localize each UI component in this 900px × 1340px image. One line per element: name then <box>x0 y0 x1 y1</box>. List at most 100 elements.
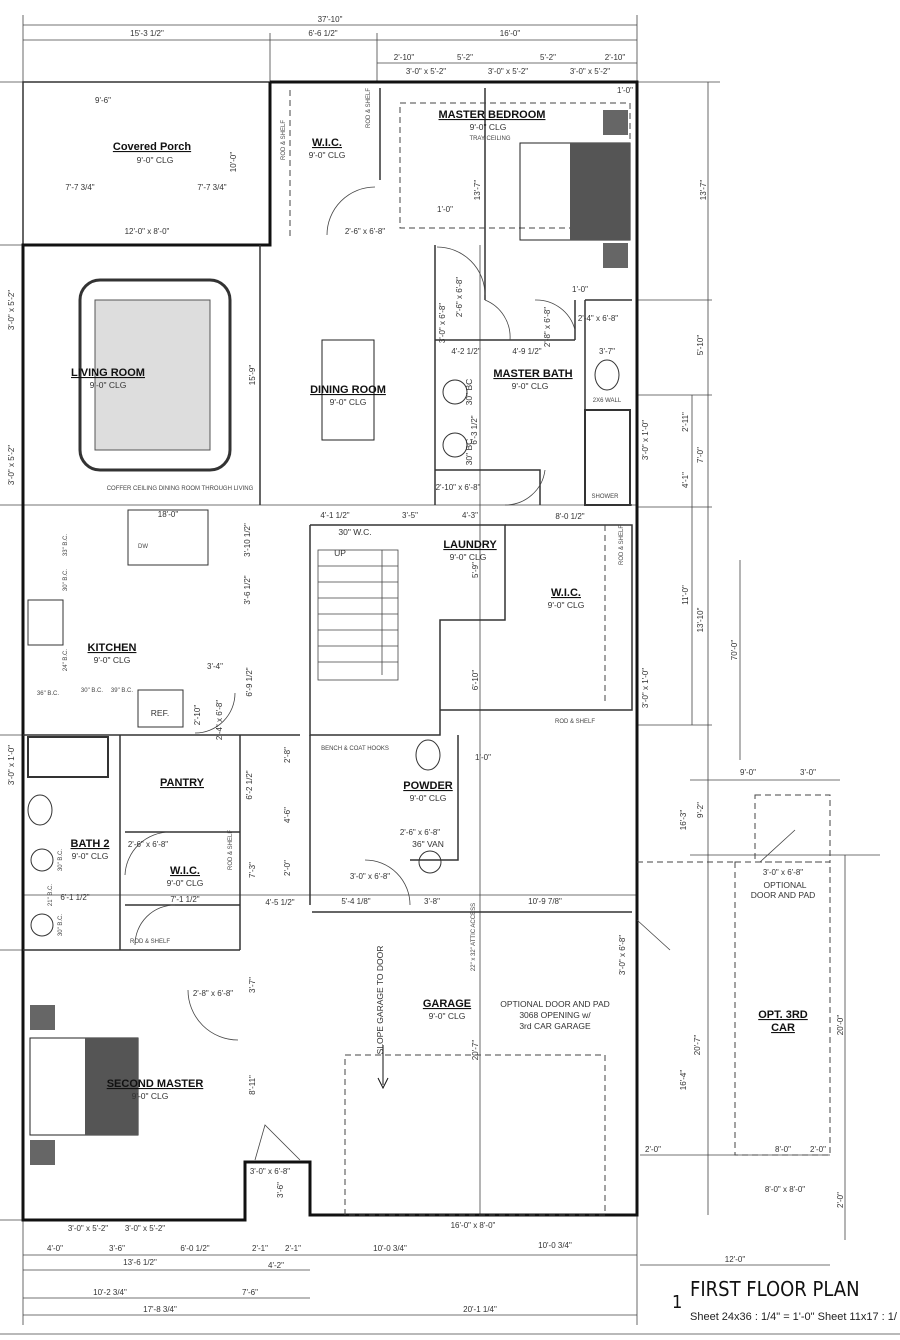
wall-2x6-label: 2X6 WALL <box>593 398 622 404</box>
dimension-label: 4'-2 1/2" <box>451 347 480 356</box>
dimension-label: 70'-0" <box>730 640 739 661</box>
room-ceiling: 9'-0" CLG <box>512 381 549 391</box>
dimension-label: 37'-10" <box>318 15 343 24</box>
rug-icon <box>94 299 211 451</box>
room-name-laundry: LAUNDRY <box>443 539 497 551</box>
rod-shelf-label: ROD & SHELF <box>366 88 372 128</box>
room-ceiling: 9'-0" CLG <box>330 397 367 407</box>
room-ceiling: 9'-0" CLG <box>450 552 487 562</box>
dimension-label: 3'-7" <box>248 977 257 993</box>
dw-label: DW <box>138 544 148 550</box>
dimension-label: 3'-0" x 5'-2" <box>7 290 16 330</box>
room-name-second-master: SECOND MASTER <box>107 1078 204 1090</box>
dashed-features <box>289 90 831 1216</box>
notes: SLOPE GARAGE TO DOOR OPTIONAL DOOR AND P… <box>37 88 815 1055</box>
dimension-label: 4'-5 1/2" <box>265 898 294 907</box>
optional-pad-note: DOOR AND PAD <box>751 890 816 900</box>
dimension-label: 2'-0" <box>836 1192 845 1208</box>
dimension-label: 5'-4 1/8" <box>341 897 370 906</box>
coffer-ceiling-note: COFFER CEILING DINING ROOM THROUGH LIVIN… <box>107 486 254 492</box>
dimension-label: 9'-6" <box>95 96 111 105</box>
sink-icon <box>442 379 468 405</box>
dimension-label: 5'-9" <box>471 562 480 578</box>
room-name-opt-3rd-car: OPT. 3RD <box>758 1009 808 1021</box>
dimension-label: 3'-6" <box>276 1182 285 1198</box>
dimension-label: 13'-7" <box>473 180 482 201</box>
dimension-label: 4'-6" <box>283 807 292 823</box>
room-name-wic: W.I.C. <box>312 137 342 149</box>
dimension-label: 3'-0" x 6'-8" <box>438 303 447 343</box>
room-ceiling: 9'-0" CLG <box>548 600 585 610</box>
rod-shelf-label: ROD & SHELF <box>555 719 595 725</box>
dimension-label: 4'-3" <box>462 511 478 520</box>
dimension-label: 3'-6" <box>109 1244 125 1253</box>
dimension-label: 10'-2 3/4" <box>93 1288 127 1297</box>
dimension-label: 12'-0" x 8'-0" <box>125 227 170 236</box>
fixtures <box>27 110 631 1165</box>
toilet-icon <box>27 794 53 826</box>
dimension-label: 7'-6" <box>242 1288 258 1297</box>
room-name-covered-porch: Covered Porch <box>113 141 192 153</box>
dimension-label: 15'-3 1/2" <box>130 29 164 38</box>
dimension-label: 1'-0" <box>437 205 453 214</box>
vanity-label: 36" VAN <box>412 839 444 849</box>
dimension-label: 2'-8" x 6'-8" <box>193 989 233 998</box>
dimension-label: 7'-0" <box>696 447 705 463</box>
toilet-icon <box>594 359 620 391</box>
stairs <box>317 549 399 681</box>
dimension-label: 2'-8" x 6'-8" <box>543 307 552 347</box>
cabinet-label: 30" B.C. <box>81 688 103 694</box>
nightstand-icon <box>30 1005 55 1030</box>
rod-shelf-label: ROD & SHELF <box>228 830 234 870</box>
dimension-label: 3'-5" <box>402 511 418 520</box>
room-ceiling: 9'-0" CLG <box>309 150 346 160</box>
tray-ceiling-note: TRAY CEILING <box>469 136 510 142</box>
dimension-label: 3'-0" x 1'-0" <box>641 668 650 708</box>
dimension-label: 6'-9 1/2" <box>245 667 254 696</box>
fridge-icon <box>137 689 184 728</box>
dimension-label: 3'-0" x 5'-2" <box>570 67 610 76</box>
dimension-label: 6'-3 1/2" <box>470 415 479 444</box>
door-swings <box>124 186 796 1161</box>
optional-door-note: OPTIONAL DOOR AND PAD <box>500 999 610 1009</box>
cabinet-label: 21" B.C. <box>48 884 54 906</box>
dimension-label: 8'-0 1/2" <box>555 512 584 521</box>
dimension-label: 15'-9" <box>248 365 257 386</box>
dimension-label: 16'-3" <box>679 810 688 831</box>
dimension-label: 2'-10" <box>605 53 626 62</box>
sink-icon <box>418 850 442 874</box>
room-name-living: LIVING ROOM <box>71 367 145 379</box>
cabinet-label: 30" B.C. <box>58 849 64 871</box>
dimension-label: 2'-1" <box>285 1244 301 1253</box>
dimension-label: 16'-0" x 8'-0" <box>451 1221 496 1230</box>
room-name-kitchen: KITCHEN <box>88 642 137 654</box>
dimension-label: 3'-0" x 5'-2" <box>7 445 16 485</box>
island-icon <box>127 509 209 566</box>
shower-label: SHOWER <box>592 494 620 500</box>
dimension-label: 3'-0" <box>800 768 816 777</box>
dimension-label: 13'-7" <box>699 180 708 201</box>
room-name-pantry: PANTRY <box>160 777 205 789</box>
room-name-powder: POWDER <box>403 780 453 792</box>
dimension-label: 2'-6" x 6'-8" <box>455 277 464 317</box>
dimension-labels: 37'-10"15'-3 1/2"6'-6 1/2"16'-0"2'-10"5'… <box>7 15 845 1314</box>
dimension-label: 5'-10" <box>696 335 705 356</box>
optional-pad-note: OPTIONAL <box>764 880 807 890</box>
dimension-label: 11'-0" <box>681 585 690 605</box>
optional-door-note: 3rd CAR GARAGE <box>519 1021 591 1031</box>
cabinet-label: 30" BC <box>464 439 474 466</box>
slope-arrow-icon <box>377 1045 389 1090</box>
dimension-label: 4'-9 1/2" <box>512 347 541 356</box>
dimension-label: 3'-7" <box>599 347 615 356</box>
room-ceiling: 9'-0" CLG <box>410 793 447 803</box>
rod-shelf-label: ROD & SHELF <box>130 939 170 945</box>
nightstand-icon <box>30 1140 55 1165</box>
dimension-label: 2'-0" <box>645 1145 661 1154</box>
dimension-label: 3'-0" x 6'-8" <box>250 1167 290 1176</box>
dimension-label: 20'-7" <box>693 1035 702 1056</box>
dimension-label: 6'-0 1/2" <box>180 1244 209 1253</box>
cabinet-label: 33" B.C. <box>63 534 69 556</box>
dimension-label: 2'-8" <box>283 747 292 763</box>
tub-icon <box>27 736 109 778</box>
bench-label: BENCH & COAT HOOKS <box>321 746 389 752</box>
